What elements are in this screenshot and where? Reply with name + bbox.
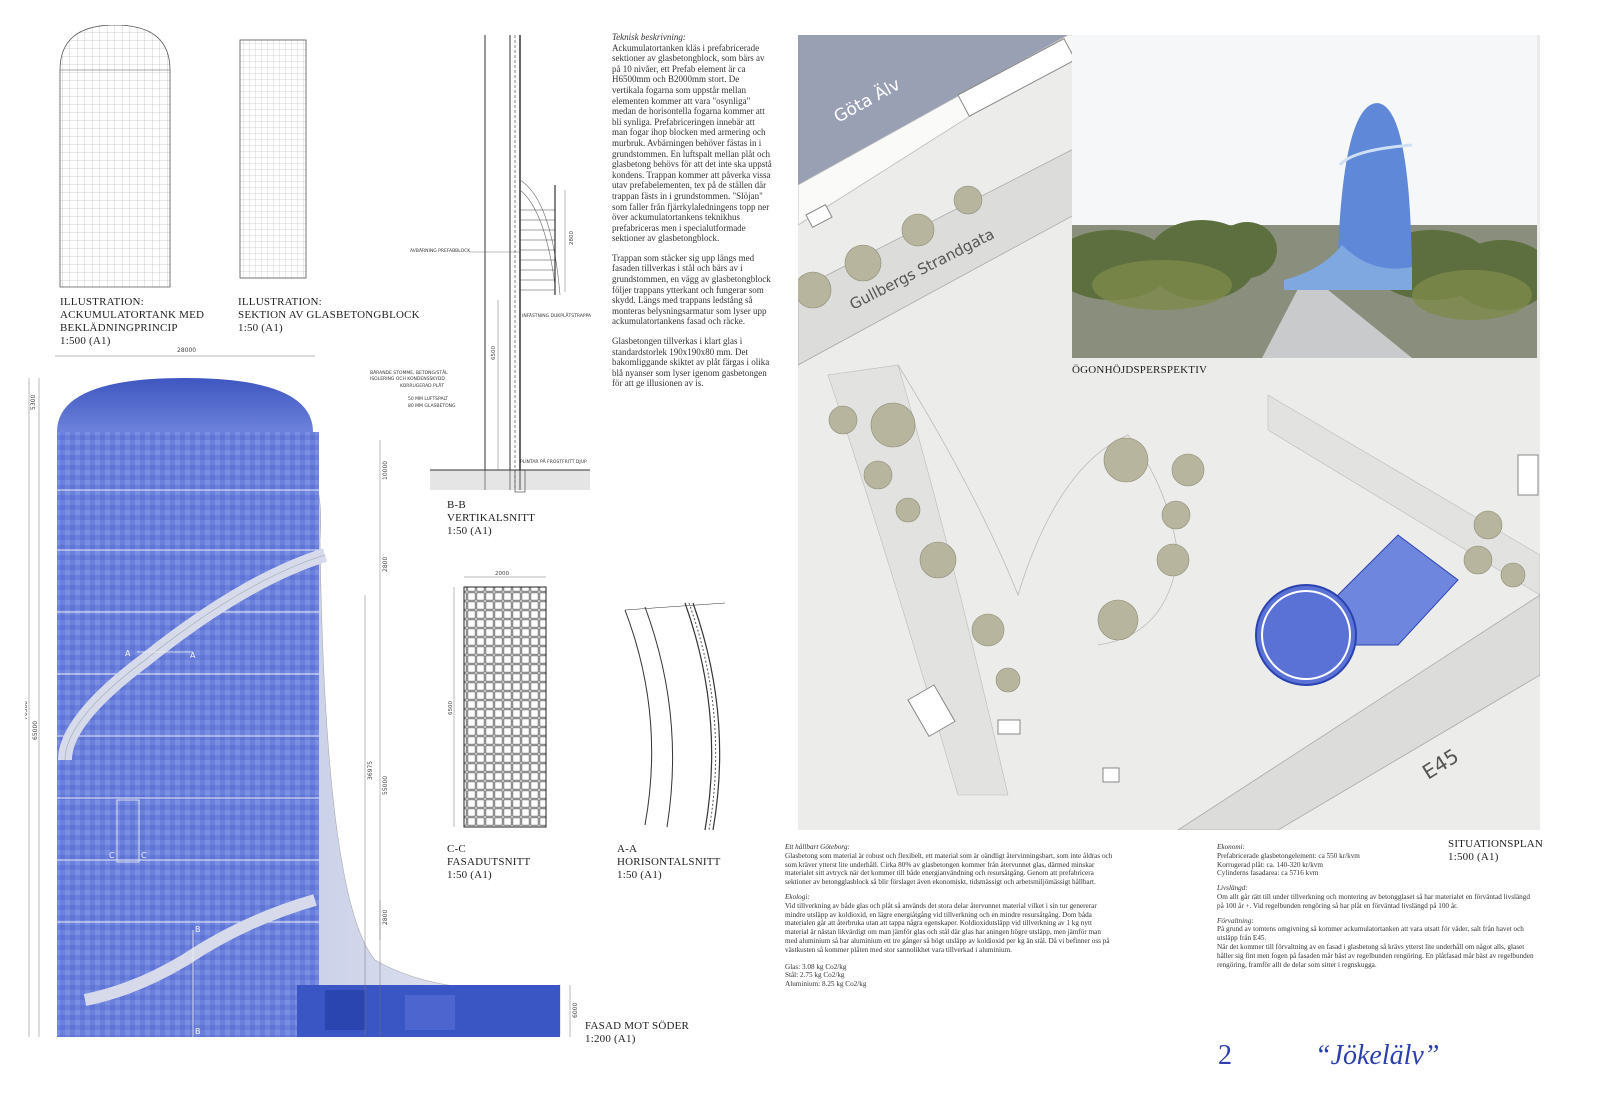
caption-line: SEKTION AV GLASBETONGBLOCK: [238, 309, 420, 321]
section-marker-a: A: [190, 651, 196, 660]
dimension-label: 6500: [491, 346, 497, 360]
co2-glass: Glas: 3.08 kg Co2/kg: [785, 962, 847, 971]
management-paragraph: När det kommer till förvaltning av en fa…: [1217, 942, 1534, 969]
tank-wireframe-illustration: [59, 25, 171, 288]
economy-line: Cylinderns fasadarea: ca 5716 kvm: [1217, 869, 1319, 878]
co2-aluminium: Aluminium: 8.25 kg Co2/kg: [785, 980, 867, 989]
caption-line: 1:50 (A1): [617, 869, 662, 881]
caption-line: 1:50 (A1): [447, 869, 492, 881]
dimension-label: 2800: [569, 231, 575, 245]
dimension-label: 10000: [382, 461, 389, 480]
section-marker-a: A: [125, 649, 131, 658]
section-marker-b: B: [195, 925, 201, 934]
dimension-label: 55000: [382, 776, 389, 795]
bb-caption: B-B VERTIKALSNITT 1:50 (A1): [447, 499, 535, 538]
caption-line: 1:500 (A1): [60, 335, 111, 347]
caption-line: 1:50 (A1): [238, 322, 283, 334]
aa-caption: A-A HORISONTALSNITT 1:50 (A1): [617, 843, 721, 882]
caption-line: ACKUMULATORTANK MED: [60, 309, 205, 321]
caption-line: 1:200 (A1): [585, 1033, 636, 1045]
caption-line: FASADUTSNITT: [447, 856, 531, 868]
management-paragraph: På grund av tomtens omgivning så kommer …: [1217, 925, 1524, 943]
cc-caption: C-C FASADUTSNITT 1:50 (A1): [447, 843, 530, 882]
annotation-label: ISOLERING OCH KONDENSSKYDD: [370, 376, 445, 382]
sustain-heading: Ett hållbart Göteborg:: [785, 843, 850, 851]
glass-block-section-illustration: [239, 39, 307, 279]
tech-paragraph: Ackumulatortanken kläs i prefabricerade …: [612, 42, 772, 244]
annotation-label: AVBÄRNING PREFABBLOCK: [410, 247, 471, 254]
dimension-label: 6000: [572, 1003, 579, 1018]
economy-line: Korrugerad plåt: ca. 140-320 kr/kvm: [1217, 860, 1323, 869]
technical-description: Teknisk beskrivning: Ackumulatortanken k…: [612, 32, 772, 389]
dimension-label: 5300: [30, 395, 37, 410]
caption-line: A-A: [617, 843, 638, 855]
section-marker-c: C: [141, 851, 147, 860]
block-section-caption: ILLUSTRATION: SEKTION AV GLASBETONGBLOCK…: [238, 296, 420, 335]
tech-paragraph: Trappan som stäcker sig upp längs med fa…: [612, 252, 771, 327]
dimension-label: 2000: [495, 571, 509, 577]
page-number: 2: [1218, 1040, 1232, 1071]
dimension-label: 36975: [367, 761, 374, 780]
ecology-paragraph: Vid tillverkning av både glas och plåt s…: [785, 901, 1110, 954]
dimension-label: 28000: [177, 347, 196, 354]
annotation-label: INFÄSTNING DUKPLÅTSTRAPPA: [522, 312, 592, 319]
lifespan-heading: Livslängd:: [1217, 884, 1248, 893]
co2-steel: Stål: 2.75 kg Co2/kg: [785, 971, 845, 980]
eye-level-perspective-image: [1072, 35, 1537, 358]
dimension-label: 6500: [448, 701, 454, 715]
lifespan-paragraph: Om allt går rätt till under tillverkning…: [1217, 892, 1530, 910]
perspective-caption: ÖGONHÖJDSPERSPEKTIV: [1072, 364, 1208, 376]
caption-line: 1:50 (A1): [447, 525, 492, 537]
sustain-paragraph: Glasbetong som material är robust och fl…: [785, 851, 1113, 887]
annotation-label: 80 MM GLASBETONG: [408, 403, 456, 409]
economy-line: Prefabricerade glasbetongelement: ca 550…: [1217, 851, 1360, 860]
facade-elevation-drawing: A A C C B B 28000 5300 76300 65000 10000…: [25, 347, 579, 1037]
caption-line: B-B: [447, 499, 466, 511]
caption-line: 1:500 (A1): [1448, 851, 1499, 863]
caption-line: SITUATIONSPLAN: [1448, 838, 1544, 850]
facade-caption: FASAD MOT SÖDER 1:200 (A1): [585, 1020, 689, 1046]
aa-horizontal-section-drawing: [624, 602, 726, 831]
annotation-label: 50 MM LUFTSPALT: [408, 396, 448, 402]
tank-illustration-caption: ILLUSTRATION: ACKUMULATORTANK MED BEKLÄD…: [60, 296, 204, 348]
management-heading: Förvaltning:: [1217, 916, 1254, 925]
caption-line: C-C: [447, 843, 466, 855]
ecology-heading: Ekologi:: [785, 892, 810, 901]
section-marker-b: B: [195, 1027, 201, 1036]
bb-vertical-section-drawing: 2800 6500 AVBÄRNING PREFABBLOCK INFÄSTNI…: [370, 35, 592, 493]
dimension-label: 76300: [25, 701, 29, 720]
annotation-label: BÄRANDE STOMME, BETONG/STÅL: [370, 369, 448, 376]
dimension-label: 2800: [382, 557, 389, 572]
siteplan-caption: SITUATIONSPLAN 1:500 (A1): [1448, 838, 1543, 864]
tech-heading: Teknisk beskrivning:: [612, 32, 686, 42]
dimension-label: 65000: [32, 721, 39, 740]
project-title: “Jökelälv”: [1315, 1040, 1440, 1071]
caption-line: VERTIKALSNITT: [447, 512, 536, 524]
dimension-label: 2800: [382, 910, 389, 925]
caption-line: ILLUSTRATION:: [60, 296, 144, 308]
tech-paragraph: Glasbetongen tillverkas i klart glas i s…: [612, 336, 770, 389]
economy-text: Ekonomi: Prefabricerade glasbetongelemen…: [1217, 843, 1537, 969]
annotation-label: PLINTAR PÅ FROSTFRITT DJUP: [520, 458, 587, 465]
caption-line: HORISONTALSNITT: [617, 856, 721, 868]
caption-line: BEKLÄDNINGPRINCIP: [60, 322, 178, 334]
annotation-label: KORRUGERAD PLÅT: [400, 382, 444, 389]
cc-facade-cut-drawing: 2000 6500: [448, 571, 547, 828]
economy-heading: Ekonomi:: [1217, 843, 1245, 851]
section-marker-c: C: [109, 851, 115, 860]
caption-line: ILLUSTRATION:: [238, 296, 322, 308]
caption-line: FASAD MOT SÖDER: [585, 1020, 690, 1032]
sustainability-text: Ett hållbart Göteborg: Glasbetong som ma…: [785, 843, 1115, 989]
